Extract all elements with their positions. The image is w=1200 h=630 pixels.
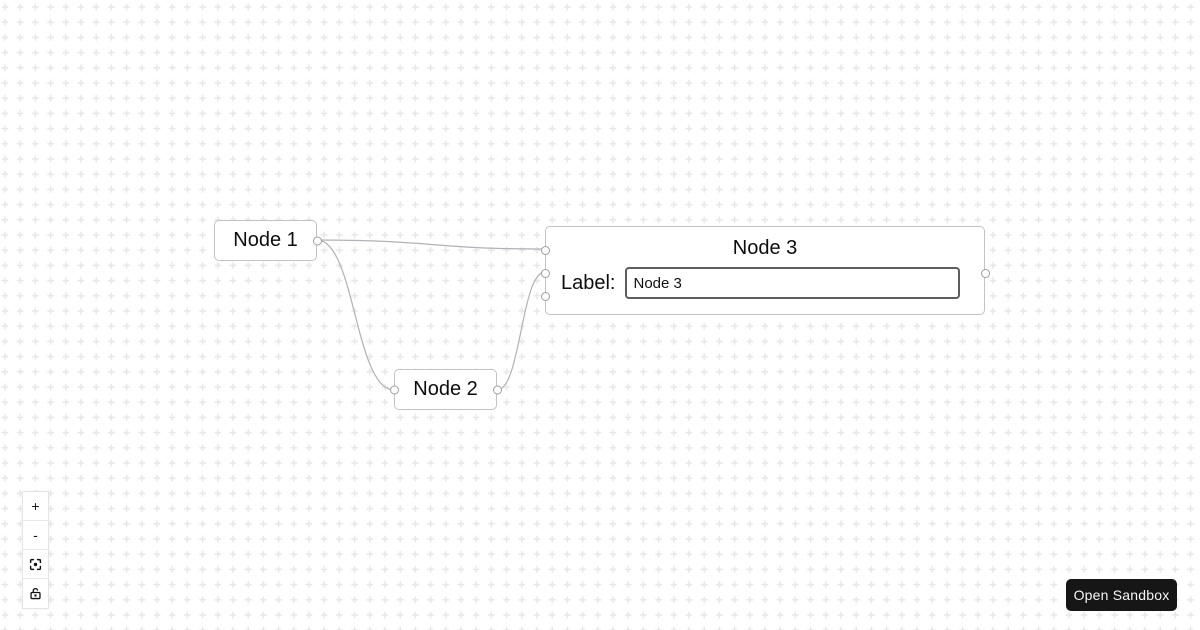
fit-view-button[interactable] (23, 550, 48, 579)
node-1-source-handle[interactable] (312, 236, 322, 245)
minus-icon: - (33, 527, 38, 543)
node-3-field-label: Label: (561, 271, 616, 294)
node-3-target-handle-top[interactable] (540, 245, 550, 255)
node-2-source-handle[interactable] (492, 385, 502, 394)
node-2-target-handle[interactable] (389, 385, 399, 394)
open-sandbox-button[interactable]: Open Sandbox (1066, 579, 1177, 611)
unlock-icon (30, 588, 41, 600)
toggle-interactivity-button[interactable] (23, 579, 48, 608)
zoom-in-button[interactable]: + (23, 492, 48, 521)
node-3[interactable]: Node 3 Label: (540, 226, 990, 315)
node-2[interactable]: Node 2 (389, 369, 502, 410)
open-sandbox-label: Open Sandbox (1073, 587, 1170, 603)
node-3-title: Node 3 (732, 237, 798, 259)
zoom-out-button[interactable]: - (23, 521, 48, 550)
node-2-label: Node 2 (413, 378, 478, 400)
node-3-target-handle-middle[interactable] (540, 268, 550, 278)
edge-node1-node3[interactable] (316, 239, 546, 250)
node-1[interactable]: Node 1 (214, 220, 322, 261)
node-3-source-handle[interactable] (980, 268, 990, 278)
node-3-label-input[interactable] (624, 267, 960, 299)
canvas-controls: + - (22, 491, 49, 609)
edge-node1-node2[interactable] (316, 239, 395, 391)
plus-icon: + (31, 498, 40, 514)
edge-node2-node3[interactable] (496, 271, 546, 391)
fit-view-icon (29, 558, 42, 570)
node-3-target-handle-bottom[interactable] (540, 291, 550, 301)
node-1-label: Node 1 (233, 229, 298, 251)
